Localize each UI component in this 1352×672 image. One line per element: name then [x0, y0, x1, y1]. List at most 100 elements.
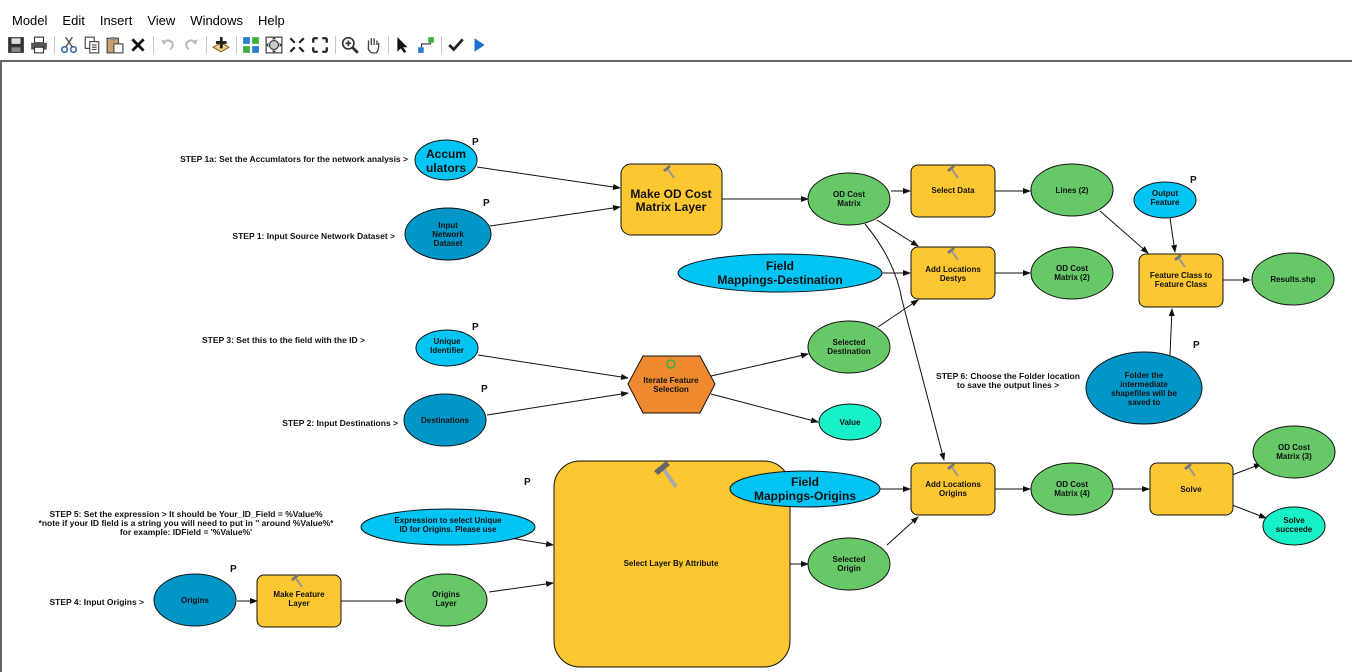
connector: [1231, 504, 1267, 519]
zoom-out-fixed-icon: [312, 37, 328, 53]
tool-feature-class-to-feature-class[interactable]: Feature Class to Feature Class: [1138, 253, 1224, 308]
node-value[interactable]: Value: [818, 403, 882, 441]
connector: [1099, 210, 1149, 254]
node-selected-destination[interactable]: Selected Destination: [807, 320, 891, 374]
add-data-button[interactable]: [211, 35, 231, 55]
redo-button[interactable]: [181, 35, 201, 55]
connector: [488, 581, 554, 593]
node-label: Make Feature: [273, 590, 325, 599]
menu-windows[interactable]: Windows: [190, 12, 244, 28]
parameter-marker: P: [524, 477, 531, 488]
connector: [710, 352, 809, 377]
pan-button[interactable]: [363, 35, 383, 55]
select-icon: [397, 37, 408, 53]
menu-model[interactable]: Model: [12, 12, 48, 28]
connector: [1169, 217, 1177, 253]
tool-make-od-cost-matrix-layer[interactable]: Make OD Cost Matrix Layer: [620, 163, 723, 236]
step-5-label-line1: STEP 5: Set the expression > It should b…: [49, 509, 322, 519]
node-label: Network: [432, 230, 464, 239]
node-label: Select Layer By Attribute: [624, 559, 719, 568]
node-od-cost-matrix-4[interactable]: OD Cost Matrix (4): [1030, 462, 1114, 516]
node-output-feature[interactable]: Output Feature: [1133, 181, 1197, 219]
node-label: Origins: [181, 596, 210, 605]
tool-select-layer-by-attribute[interactable]: Select Layer By Attribute: [553, 460, 791, 668]
auto-layout-button[interactable]: [241, 35, 261, 55]
node-label: shapefiles will be: [1111, 389, 1177, 398]
node-label: Field: [791, 475, 819, 489]
step-2-label: STEP 2: Input Destinations >: [282, 418, 398, 428]
connector: [710, 393, 819, 424]
menu-insert[interactable]: Insert: [99, 12, 133, 28]
tool-select-data[interactable]: Select Data: [910, 164, 996, 218]
connector: [477, 354, 629, 380]
node-lines-2[interactable]: Lines (2): [1030, 163, 1114, 217]
node-label: succeede: [1276, 525, 1313, 534]
node-od-cost-matrix-2[interactable]: OD Cost Matrix (2): [1030, 246, 1114, 300]
undo-button[interactable]: [158, 35, 178, 55]
node-od-cost-matrix[interactable]: OD Cost Matrix: [807, 172, 891, 226]
node-unique-identifier[interactable]: Unique Identifier: [415, 329, 479, 367]
select-button[interactable]: [393, 35, 413, 55]
redo-icon: [185, 39, 198, 51]
parameter-marker: P: [483, 198, 490, 209]
zoom-button[interactable]: [340, 35, 360, 55]
node-expression[interactable]: Expression to select Unique ID for Origi…: [360, 508, 536, 546]
toolbar-separator: [335, 36, 336, 54]
full-extent-button[interactable]: [264, 35, 284, 55]
validate-button[interactable]: [446, 35, 466, 55]
node-label: Origins: [432, 590, 461, 599]
node-results-shp[interactable]: Results.shp: [1251, 252, 1335, 306]
node-label: Feature Class to: [1150, 271, 1212, 280]
node-field-mappings-origins[interactable]: Field Mappings-Origins: [729, 470, 881, 508]
node-solve-succeeded[interactable]: Solve succeede: [1262, 506, 1326, 546]
run-button[interactable]: [469, 35, 489, 55]
print-button[interactable]: [29, 35, 49, 55]
node-label: ulators: [426, 161, 466, 175]
menu-view[interactable]: View: [147, 12, 176, 28]
tool-solve[interactable]: Solve: [1149, 462, 1234, 516]
cut-button[interactable]: [59, 35, 79, 55]
node-origins-layer[interactable]: Origins Layer: [404, 573, 488, 627]
node-label: Destination: [827, 347, 871, 356]
iterator-iterate-feature-selection[interactable]: Iterate Feature Selection: [627, 355, 716, 414]
node-field-mappings-destination[interactable]: Field Mappings-Destination: [677, 253, 883, 293]
node-label: OD Cost: [833, 190, 865, 199]
node-destinations[interactable]: Destinations: [403, 393, 487, 447]
delete-icon: [131, 38, 145, 52]
zoom-in-fixed-icon: [289, 37, 305, 53]
tool-add-locations-destys[interactable]: Add Locations Destys: [910, 246, 996, 300]
validate-icon: [448, 38, 464, 52]
node-od-cost-matrix-3[interactable]: OD Cost Matrix (3): [1252, 425, 1336, 479]
step-5-label-line2: *note if your ID field is a string you w…: [39, 518, 335, 528]
step-6-label-line2: to save the output lines >: [957, 380, 1059, 390]
node-label: Mappings-Origins: [754, 489, 856, 503]
zoom-out-fixed-button[interactable]: [310, 35, 330, 55]
node-input-network-dataset[interactable]: Input Network Dataset: [404, 207, 492, 261]
node-accumulators[interactable]: Accum ulators: [414, 139, 478, 181]
node-label: ID for Origins. Please use: [400, 525, 497, 534]
hammer-icon: [654, 461, 678, 489]
node-label: Lines (2): [1056, 186, 1089, 195]
connect-button[interactable]: [416, 35, 436, 55]
node-selected-origin[interactable]: Selected Origin: [807, 537, 891, 591]
menu-edit[interactable]: Edit: [62, 12, 85, 28]
menu-help[interactable]: Help: [258, 12, 285, 28]
node-label: Folder the: [1125, 371, 1164, 380]
paste-icon: [106, 37, 124, 54]
parameter-marker: P: [472, 322, 479, 333]
node-origins[interactable]: Origins: [153, 573, 237, 627]
node-label: Field: [766, 259, 794, 273]
node-label: Results.shp: [1270, 275, 1315, 284]
paste-button[interactable]: [105, 35, 125, 55]
step-3-label: STEP 3: Set this to the field with the I…: [202, 335, 365, 345]
tool-add-locations-origins[interactable]: Add Locations Origins: [910, 462, 996, 516]
node-label: intermediate: [1120, 380, 1168, 389]
copy-button[interactable]: [82, 35, 102, 55]
node-output-folder[interactable]: Folder the intermediate shapefiles will …: [1085, 351, 1203, 425]
save-button[interactable]: [6, 35, 26, 55]
delete-button[interactable]: [128, 35, 148, 55]
tool-make-feature-layer[interactable]: Make Feature Layer: [256, 573, 342, 628]
full-extent-icon: [265, 36, 283, 54]
zoom-in-fixed-button[interactable]: [287, 35, 307, 55]
